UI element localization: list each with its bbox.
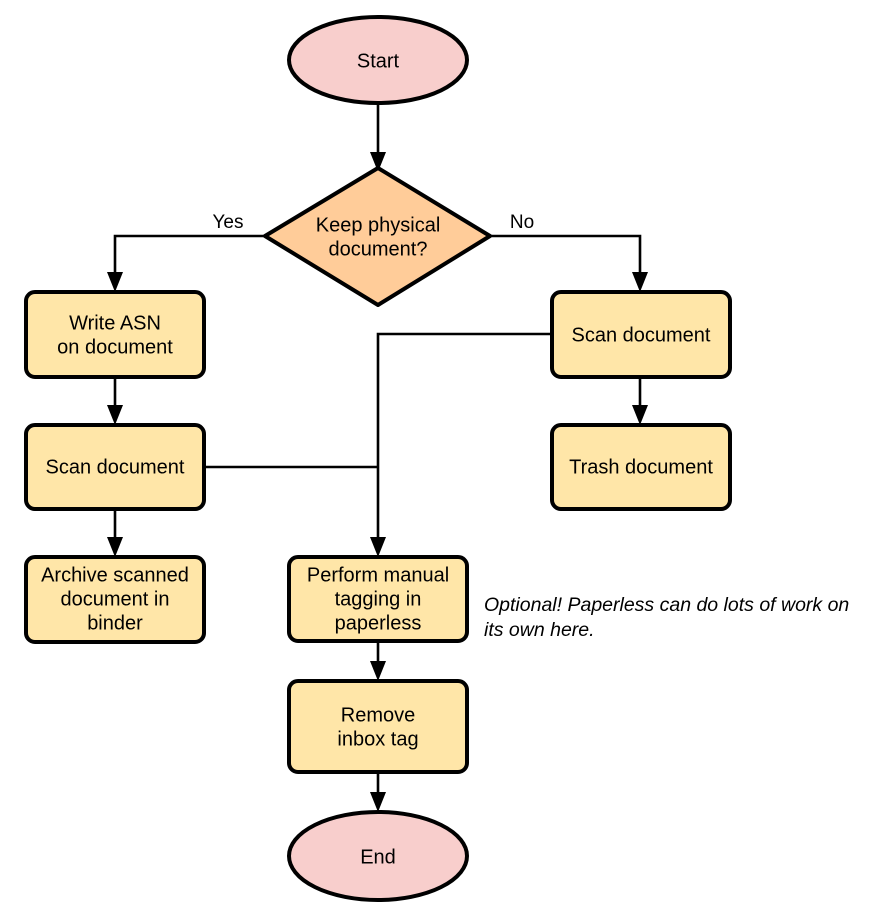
manual-tagging-box[interactable] bbox=[287, 555, 469, 643]
annotation-line2: its own here. bbox=[484, 619, 595, 641]
trash-document-box[interactable] bbox=[550, 423, 732, 511]
decision-label-line1: Keep physical bbox=[316, 214, 441, 236]
decision-label-line2: document? bbox=[329, 238, 428, 260]
edge-start-to-decision bbox=[370, 103, 386, 172]
annotation-note: Optional! Paperless can do lots of work … bbox=[484, 594, 849, 641]
write-asn-label-line2: on document bbox=[57, 336, 173, 358]
edge-scanright-to-manualtagging bbox=[370, 332, 552, 557]
node-remove-inbox-tag[interactable]: Remove inbox tag bbox=[287, 679, 469, 774]
write-asn-box[interactable] bbox=[24, 290, 206, 379]
node-write-asn-on-document[interactable]: Write ASN on document bbox=[24, 290, 206, 379]
node-end[interactable]: End bbox=[287, 810, 469, 902]
edge-decision-no bbox=[490, 234, 648, 292]
remove-inbox-label-line1: Remove bbox=[341, 704, 415, 726]
trash-document-label: Trash document bbox=[569, 456, 713, 478]
node-scan-document-right[interactable]: Scan document bbox=[550, 290, 732, 379]
start-label: Start bbox=[357, 50, 400, 72]
manual-tagging-label-line2: tagging in bbox=[335, 588, 422, 610]
scan-document-left-label: Scan document bbox=[46, 456, 185, 478]
archive-box[interactable] bbox=[24, 555, 206, 644]
edge-label-yes: Yes bbox=[213, 212, 244, 233]
node-archive-scanned-document[interactable]: Archive scanned document in binder bbox=[24, 555, 206, 644]
end-ellipse[interactable] bbox=[287, 810, 469, 902]
scan-document-right-box[interactable] bbox=[550, 290, 732, 379]
edge-removeinbox-to-end bbox=[370, 772, 386, 812]
node-trash-document[interactable]: Trash document bbox=[550, 423, 732, 511]
end-label: End bbox=[360, 846, 396, 868]
node-scan-document-left[interactable]: Scan document bbox=[24, 423, 206, 511]
edge-scanright-to-trash bbox=[632, 377, 648, 425]
remove-inbox-label-line2: inbox tag bbox=[337, 728, 418, 750]
archive-label-line3: binder bbox=[87, 612, 143, 634]
manual-tagging-label-line3: paperless bbox=[335, 612, 422, 634]
edge-manualtagging-to-removeinbox bbox=[370, 641, 386, 681]
archive-label-line2: document in bbox=[61, 588, 170, 610]
manual-tagging-label-line1: Perform manual bbox=[307, 564, 449, 586]
edge-decision-yes bbox=[107, 234, 265, 292]
decision-diamond[interactable] bbox=[263, 166, 492, 307]
scan-document-left-box[interactable] bbox=[24, 423, 206, 511]
write-asn-label-line1: Write ASN bbox=[69, 312, 161, 334]
node-start[interactable]: Start bbox=[287, 15, 469, 105]
node-decision-keep-physical-document[interactable]: Keep physical document? bbox=[263, 166, 492, 307]
archive-label-line1: Archive scanned bbox=[41, 564, 189, 586]
remove-inbox-tag-box[interactable] bbox=[287, 679, 469, 774]
edge-label-no: No bbox=[510, 212, 534, 233]
scan-document-right-label: Scan document bbox=[572, 324, 711, 346]
node-perform-manual-tagging[interactable]: Perform manual tagging in paperless bbox=[287, 555, 469, 643]
edge-writeasn-to-scanleft bbox=[107, 377, 123, 425]
start-ellipse[interactable] bbox=[287, 15, 469, 105]
edge-scanleft-to-archive bbox=[107, 509, 123, 557]
annotation-line1: Optional! Paperless can do lots of work … bbox=[484, 594, 849, 616]
